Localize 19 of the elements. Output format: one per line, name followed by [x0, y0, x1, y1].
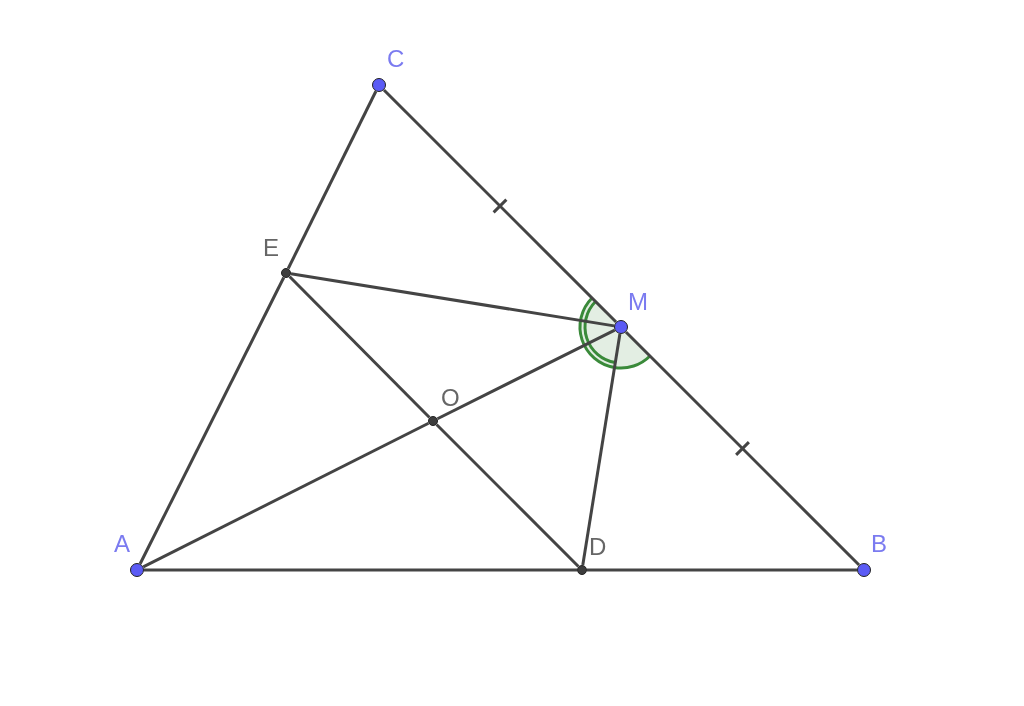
- line-segment: [286, 90, 378, 270]
- line-segment: [288, 275, 431, 419]
- point-label: O: [441, 386, 460, 410]
- point-label: A: [114, 532, 130, 556]
- line-segment: [142, 421, 430, 569]
- point-label: E: [263, 236, 279, 260]
- point-label: C: [387, 47, 405, 71]
- line-segment: [382, 88, 618, 324]
- point-label: B: [871, 532, 887, 556]
- line-segment: [587, 568, 857, 572]
- line-segment: [435, 423, 580, 568]
- line-segment: [436, 328, 616, 421]
- line-segment: [144, 568, 577, 572]
- line-segment: [581, 333, 622, 566]
- line-segment: [138, 276, 286, 565]
- point-label: D: [589, 535, 607, 559]
- line-segment: [290, 272, 615, 328]
- point-label: M: [628, 290, 648, 314]
- line-segment: [624, 330, 861, 567]
